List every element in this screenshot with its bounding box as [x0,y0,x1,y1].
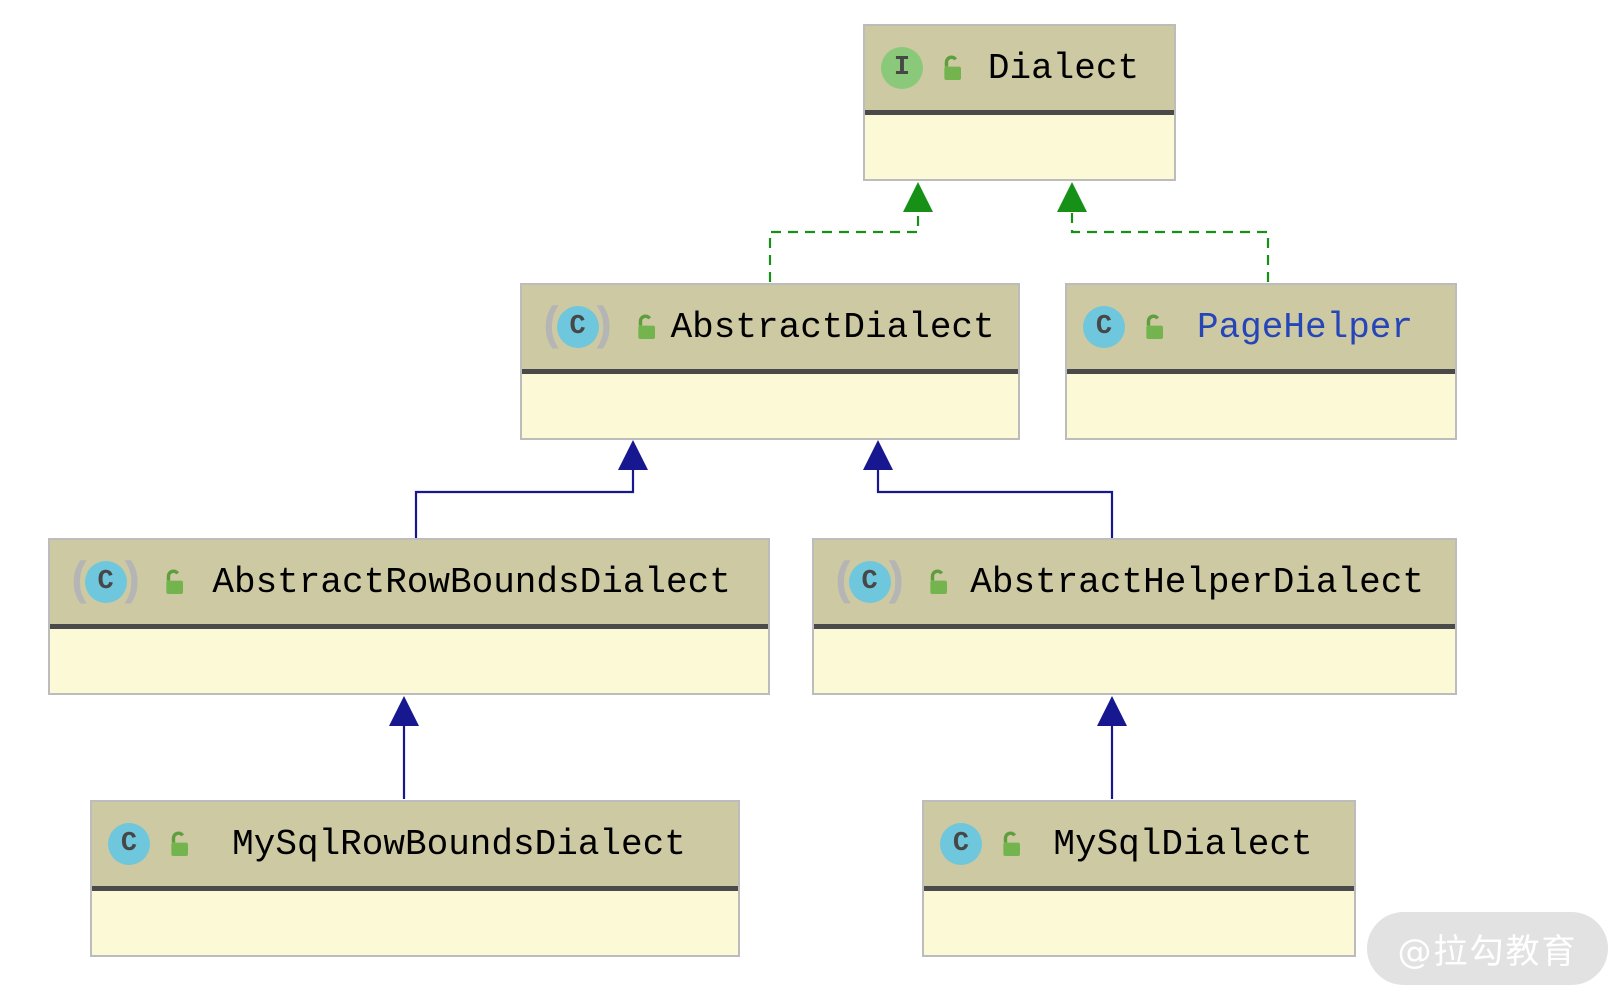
class-node-abstract-row-bounds-dialect[interactable]: ( C ) AbstractRowBoundsDialect [48,538,770,695]
implements-arrowhead-icon [903,182,933,212]
node-body [92,891,738,955]
icon-cluster: ( C ) [66,559,189,605]
watermark-badge: @拉勾教育 [1367,912,1608,985]
interface-icon: I [881,47,923,89]
node-name: MySqlDialect [1053,823,1313,865]
edge-extends-abstractrowboundsdialect-to-abstractdialect [414,469,635,538]
interface-icon-letter: I [893,52,911,83]
implements-arrowhead-icon [1057,182,1087,212]
abstract-class-icon: C [848,561,891,603]
extends-arrowhead-icon [389,696,419,726]
edge-extends-abstracthelperdialect-to-abstractdialect [876,469,1114,538]
node-separator [522,369,1018,374]
node-name: Dialect [987,47,1140,89]
class-icon: C [108,823,150,865]
icon-cluster: C [1083,306,1169,348]
extends-arrowhead-icon [1097,696,1127,726]
class-node-my-sql-dialect[interactable]: C MySqlDialect [922,800,1356,957]
icon-cluster: C [108,823,194,865]
open-lock-icon [1146,314,1163,339]
edge-implements-abstractdialect-to-dialect [768,211,920,282]
node-header: ( C ) AbstractRowBoundsDialect [50,540,768,624]
icon-cluster: ( C ) [538,304,661,350]
node-separator [924,886,1354,891]
class-icon-letter: C [1095,311,1113,342]
abstract-paren-icon: ( [538,301,566,353]
node-separator [1067,369,1455,374]
class-node-abstract-helper-dialect[interactable]: ( C ) AbstractHelperDialect [812,538,1457,695]
abstract-class-icon: C [556,306,599,348]
class-node-my-sql-row-bounds-dialect[interactable]: C MySqlRowBoundsDialect [90,800,740,957]
watermark-text: @拉勾教育 [1397,932,1578,972]
class-icon-letter: C [569,311,586,342]
open-lock-icon [171,831,188,856]
node-body [865,115,1174,179]
class-node-dialect[interactable]: I Dialect [863,24,1176,181]
class-icon-letter: C [120,828,138,859]
class-node-page-helper[interactable]: C PageHelper [1065,283,1457,440]
abstract-paren-icon: ( [66,556,94,608]
edge-implements-pagehelper-to-dialect [1070,211,1270,282]
node-body [924,891,1354,955]
extends-arrowhead-icon [863,440,893,470]
node-name: AbstractDialect [670,306,995,348]
icon-cluster: ( C ) [830,559,953,605]
node-body [814,629,1455,693]
node-header: C MySqlDialect [924,802,1354,886]
class-node-abstract-dialect[interactable]: ( C ) AbstractDialect [520,283,1020,440]
abstract-paren-icon: ) [881,556,910,608]
node-header: C PageHelper [1067,285,1455,369]
abstract-paren-icon: ) [117,556,146,608]
abstract-class-icon: C [84,561,127,603]
class-icon-letter: C [952,828,970,859]
open-lock-icon [1003,831,1020,856]
node-name: MySqlRowBoundsDialect [232,823,686,865]
icon-cluster: C [940,823,1026,865]
node-name: AbstractHelperDialect [970,561,1424,603]
class-icon: C [940,823,982,865]
extends-arrowhead-icon [618,440,648,470]
open-lock-icon [930,569,948,594]
node-name: AbstractRowBoundsDialect [212,561,731,603]
class-icon: C [1083,306,1125,348]
class-icon-letter: C [861,566,878,597]
node-header: ( C ) AbstractHelperDialect [814,540,1455,624]
node-separator [865,110,1174,115]
node-separator [814,624,1455,629]
abstract-paren-icon: ) [589,301,618,353]
node-body [50,629,768,693]
node-name: PageHelper [1196,306,1414,348]
icon-cluster: I [881,47,967,89]
node-body [1067,374,1455,438]
node-header: ( C ) AbstractDialect [522,285,1018,369]
node-separator [92,886,738,891]
node-header: I Dialect [865,26,1174,110]
node-body [522,374,1018,438]
node-separator [50,624,768,629]
open-lock-icon [166,569,184,594]
node-header: C MySqlRowBoundsDialect [92,802,738,886]
open-lock-icon [638,314,656,339]
abstract-paren-icon: ( [830,556,858,608]
open-lock-icon [944,55,961,80]
class-icon-letter: C [97,566,114,597]
